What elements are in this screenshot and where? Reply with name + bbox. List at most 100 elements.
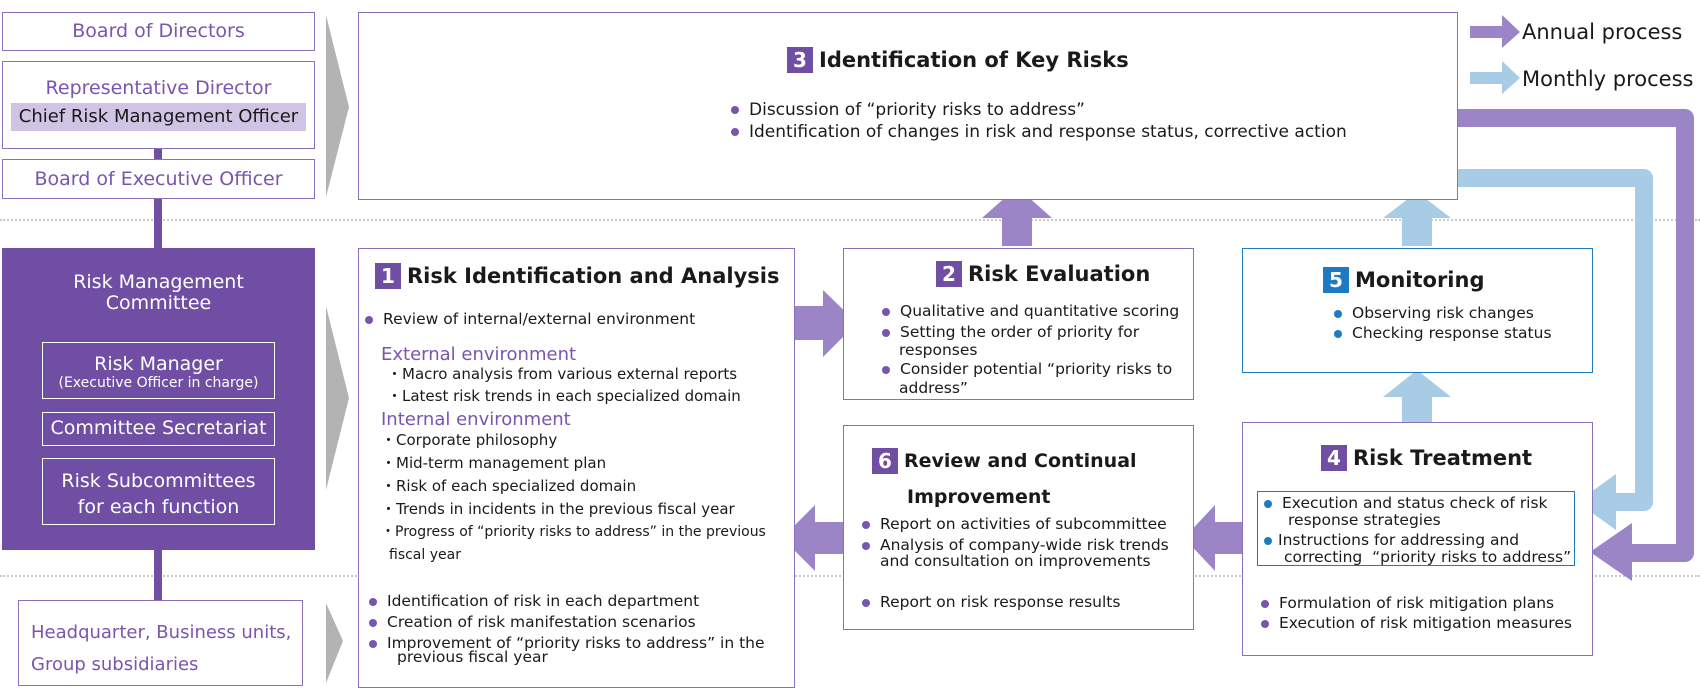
internal-item: ・Risk of each specialized domain (381, 477, 637, 495)
headquarter-line2: Group subsidiaries (31, 654, 199, 675)
internal-item: ・Corporate philosophy (381, 431, 558, 449)
step1-department-list: Identification of risk in each departmen… (363, 593, 793, 652)
step3-item: Identification of changes in risk and re… (725, 123, 1347, 142)
step4-strategies-list-b: Instructions for addressing and (1258, 532, 1573, 549)
step1-number: 1 (375, 263, 401, 289)
step4-title: Risk Treatment (1353, 446, 1533, 470)
risk-subcommittees-line1: Risk Subcommittees (61, 470, 256, 492)
representative-director-label: Representative Director (45, 77, 272, 99)
internal-environment-title: Internal environment (381, 409, 571, 430)
step4-item-continued: response strategies (1288, 511, 1441, 529)
step2-title: Risk Evaluation (968, 262, 1151, 286)
chevron-top (326, 15, 349, 197)
step2-item: Consider potential “priority risks to (876, 361, 1192, 378)
legend-monthly-label: Monthly process (1522, 67, 1694, 91)
step6-title-line1: Review and Continual (904, 450, 1137, 472)
step4-item-continued: correcting “priority risks to address” (1284, 548, 1572, 566)
monthly-loop-arrow (1458, 169, 1653, 511)
step3-list: Discussion of “priority risks to address… (725, 101, 1347, 145)
step1-title: Risk Identification and Analysis (407, 264, 780, 288)
risk-subcommittees-box: Risk Subcommittees for each function (42, 458, 275, 525)
step1-intro-list: Review of internal/external environment (359, 311, 789, 331)
chevron-bottom (326, 603, 343, 683)
board-of-executive-officer-label: Board of Executive Officer (34, 168, 283, 190)
step5-number: 5 (1323, 267, 1349, 293)
step2-list: Qualitative and quantitative scoring Set… (876, 303, 1192, 341)
annual-loop-arrowhead (1590, 523, 1632, 581)
risk-manager-box: Risk Manager (Executive Officer in charg… (42, 342, 275, 399)
org-connector-bottom (154, 550, 162, 600)
step1-department-item: Creation of risk manifestation scenarios (363, 614, 793, 631)
risk-management-committee: Risk Management Committee Risk Manager (… (2, 248, 315, 550)
monthly-loop-arrowhead (1577, 474, 1616, 530)
arrow-up-5-to-3 (1383, 192, 1451, 246)
step6-item: Analysis of company-wide risk trends (856, 537, 1191, 554)
step5-title: Monitoring (1355, 268, 1485, 292)
internal-item: ・Mid-term management plan (381, 454, 607, 472)
step4-strategies-box: Execution and status check of risk respo… (1257, 491, 1575, 566)
board-of-executive-officer-box: Board of Executive Officer (2, 159, 315, 199)
committee-secretariat-label: Committee Secretariat (50, 417, 267, 439)
board-of-directors-box: Board of Directors (2, 12, 315, 51)
step4-item: Execution and status check of risk (1258, 495, 1573, 512)
arrow-up-4-to-5 (1383, 370, 1451, 422)
step2-list-b: Consider potential “priority risks to (876, 361, 1192, 378)
committee-secretariat-box: Committee Secretariat (42, 412, 275, 446)
arrow-right-1-to-2 (794, 290, 857, 357)
step4-item: Instructions for addressing and (1258, 532, 1573, 549)
external-item: ・Latest risk trends in each specialized … (387, 387, 741, 405)
step6-department-list: Report on risk response results (856, 594, 1191, 614)
headquarter-box: Headquarter, Business units, Group subsi… (18, 600, 303, 686)
step2-item: Setting the order of priority for (876, 324, 1192, 341)
internal-environment-list: ・Corporate philosophy ・Mid-term manageme… (361, 429, 791, 567)
legend-monthly-arrow (1470, 61, 1520, 94)
step1-department-item: Identification of risk in each departmen… (363, 593, 793, 610)
headquarter-line1: Headquarter, Business units, (31, 622, 292, 643)
org-connector-mid (154, 198, 162, 248)
legend-annual-arrow (1470, 15, 1520, 48)
crmo-label: Chief Risk Management Officer (11, 103, 306, 131)
step4-strategies-list: Execution and status check of risk (1258, 495, 1573, 512)
step4-department-item: Execution of risk mitigation measures (1255, 615, 1590, 632)
step2-item: Qualitative and quantitative scoring (876, 303, 1192, 320)
committee-title-line1: Risk Management (73, 271, 244, 293)
external-environment-title: External environment (381, 344, 577, 365)
risk-manager-label: Risk Manager (94, 353, 223, 375)
risk-manager-sub-label: (Executive Officer in charge) (58, 375, 259, 391)
step2-item-continued: address” (899, 379, 968, 397)
step5-item: Observing risk changes (1328, 305, 1588, 322)
committee-title-line2: Committee (105, 292, 212, 314)
step4-department-item: Formulation of risk mitigation plans (1255, 595, 1590, 612)
chevron-middle (326, 306, 349, 490)
arrow-up-2-to-3 (982, 187, 1052, 246)
step6-item-continued: and consultation on improvements (880, 552, 1151, 570)
step3-item: Discussion of “priority risks to address… (725, 101, 1347, 120)
step1-department-item: Improvement of “priority risks to addres… (363, 635, 793, 652)
internal-item: ・Progress of “priority risks to address”… (381, 524, 766, 540)
legend-annual-label: Annual process (1522, 20, 1683, 44)
step6-department-item: Report on risk response results (856, 594, 1191, 611)
step4-number: 4 (1321, 445, 1347, 471)
external-environment-list: ・Macro analysis from various external re… (367, 363, 792, 407)
step3-number: 3 (787, 47, 813, 73)
step6-item: Report on activities of subcommittee (856, 516, 1191, 533)
separator-top (0, 219, 1700, 221)
step5-item: Checking response status (1328, 325, 1588, 342)
representative-director-box: Representative Director Chief Risk Manag… (2, 61, 315, 149)
org-connector-top (154, 148, 162, 160)
step2-number: 2 (936, 261, 962, 287)
step3-title: Identification of Key Risks (819, 48, 1129, 72)
arrow-left-6-to-1 (782, 505, 843, 571)
step6-title-line2: Improvement (907, 486, 1051, 508)
step5-list: Observing risk changes Checking response… (1328, 305, 1588, 345)
